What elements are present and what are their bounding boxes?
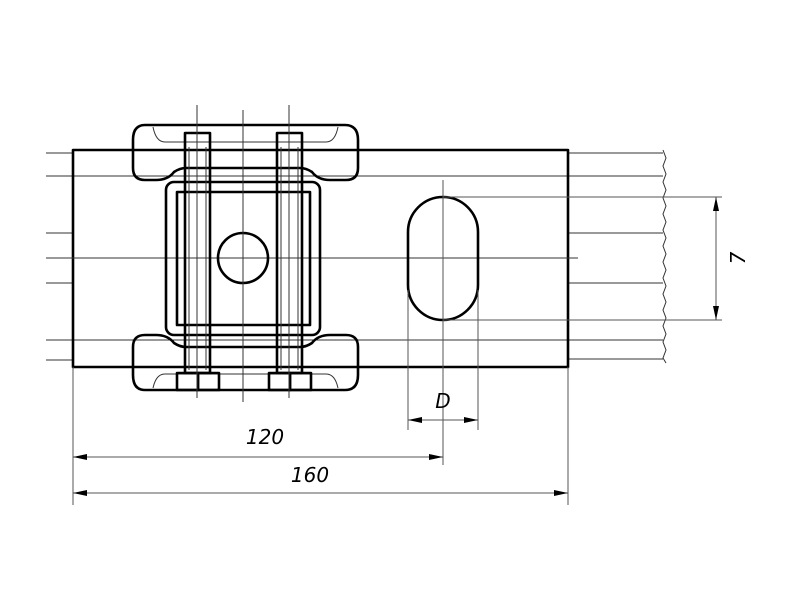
dimension-d: D bbox=[407, 290, 479, 430]
slot-centerlines bbox=[442, 180, 722, 432]
extension-lines bbox=[72, 367, 569, 505]
rail-lines bbox=[46, 149, 667, 364]
dimension-label-160: 160 bbox=[291, 463, 329, 487]
bolt-left bbox=[175, 131, 221, 392]
dimension-7: 7 bbox=[713, 197, 750, 320]
top-clamp bbox=[131, 123, 360, 182]
bolt-right bbox=[267, 131, 313, 392]
bolt-centerlines bbox=[196, 105, 290, 402]
dimension-label-7: 7 bbox=[726, 251, 750, 264]
bottom-clamp bbox=[131, 333, 360, 392]
dimension-label-120: 120 bbox=[246, 425, 284, 449]
dimension-label-d: D bbox=[435, 389, 450, 413]
dimension-160: 160 bbox=[73, 463, 568, 496]
break-line bbox=[662, 149, 667, 364]
dimension-120: 120 bbox=[73, 425, 443, 460]
